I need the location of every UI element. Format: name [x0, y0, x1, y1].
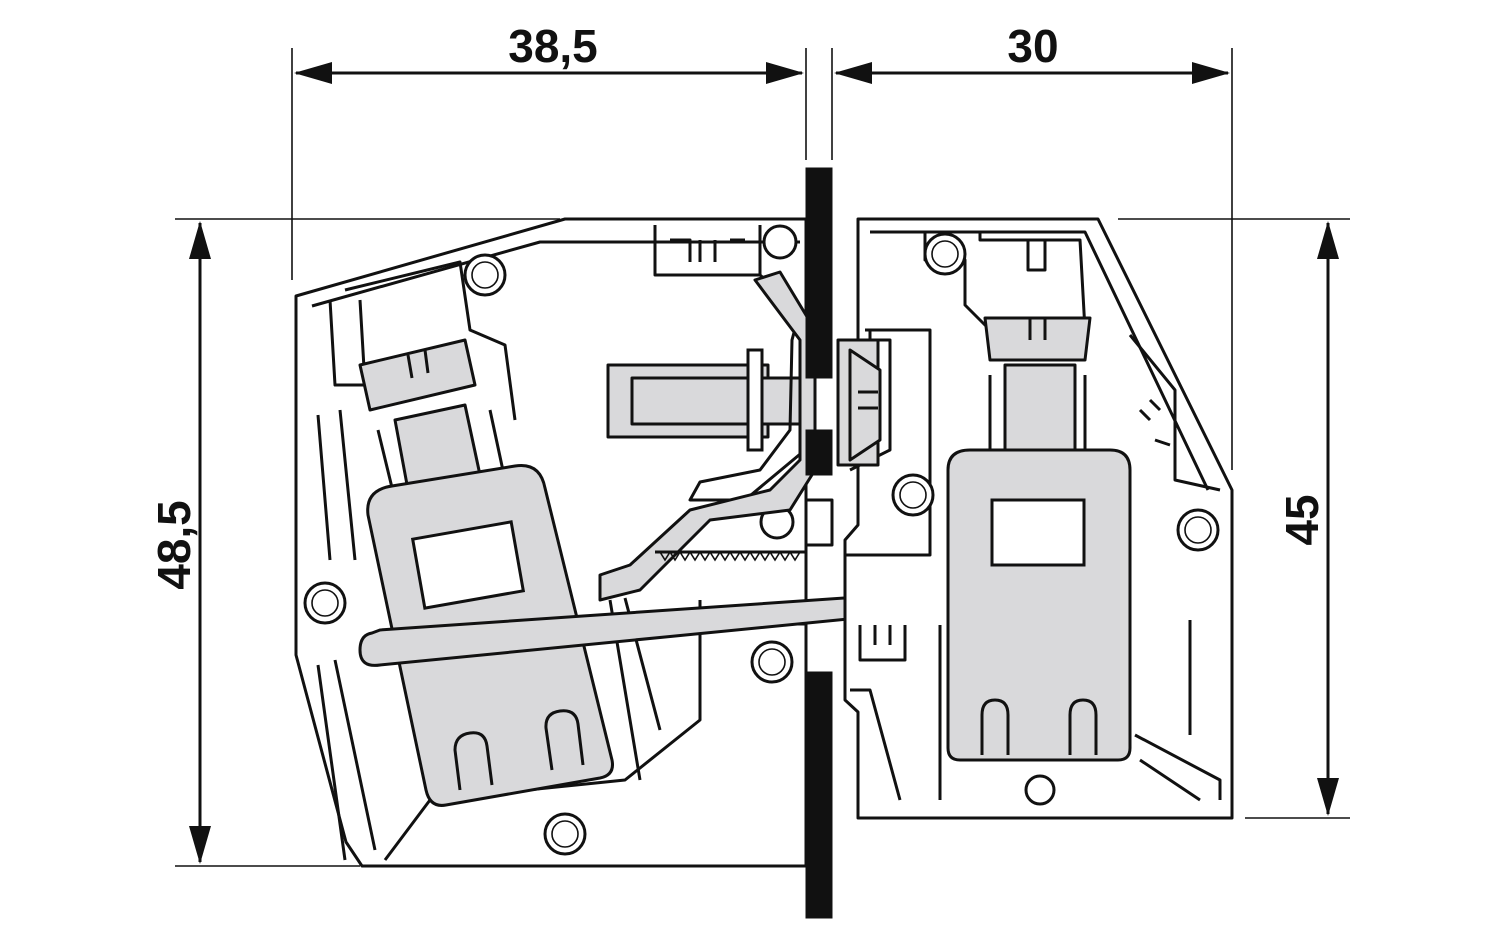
left-housing-hole-top [463, 253, 507, 297]
right-screw-head [983, 316, 1092, 362]
left-clamp-screw [358, 338, 507, 501]
left-housing-hole-upper-right [762, 224, 798, 260]
dimension-label-left-height: 48,5 [148, 500, 200, 590]
right-housing-hole-right [1176, 508, 1220, 552]
din-rail [804, 167, 834, 919]
right-housing-hole-top [923, 232, 967, 276]
dimension-left-height: 48,5 [148, 218, 560, 867]
dimension-label-top-left: 38,5 [508, 20, 598, 72]
right-actuator-lever [946, 448, 1132, 762]
dimension-label-top-right: 30 [1007, 20, 1058, 72]
left-screw-head [358, 338, 477, 412]
right-housing-hole-bottom [1024, 774, 1056, 806]
dimension-top-left: 38,5 [291, 20, 807, 280]
right-clamp-screw [983, 316, 1092, 452]
dimension-label-right-height: 45 [1276, 494, 1328, 545]
left-lever-window [410, 520, 526, 610]
dimension-top-right: 30 [831, 20, 1233, 470]
left-housing-hole-left [303, 581, 347, 625]
right-housing-hole-mid [891, 473, 935, 517]
dimension-right-height: 45 [1118, 218, 1350, 819]
left-housing-hole-lower-right [750, 640, 794, 684]
left-housing-hole-bottom [543, 812, 587, 856]
right-lever-window [990, 498, 1086, 567]
